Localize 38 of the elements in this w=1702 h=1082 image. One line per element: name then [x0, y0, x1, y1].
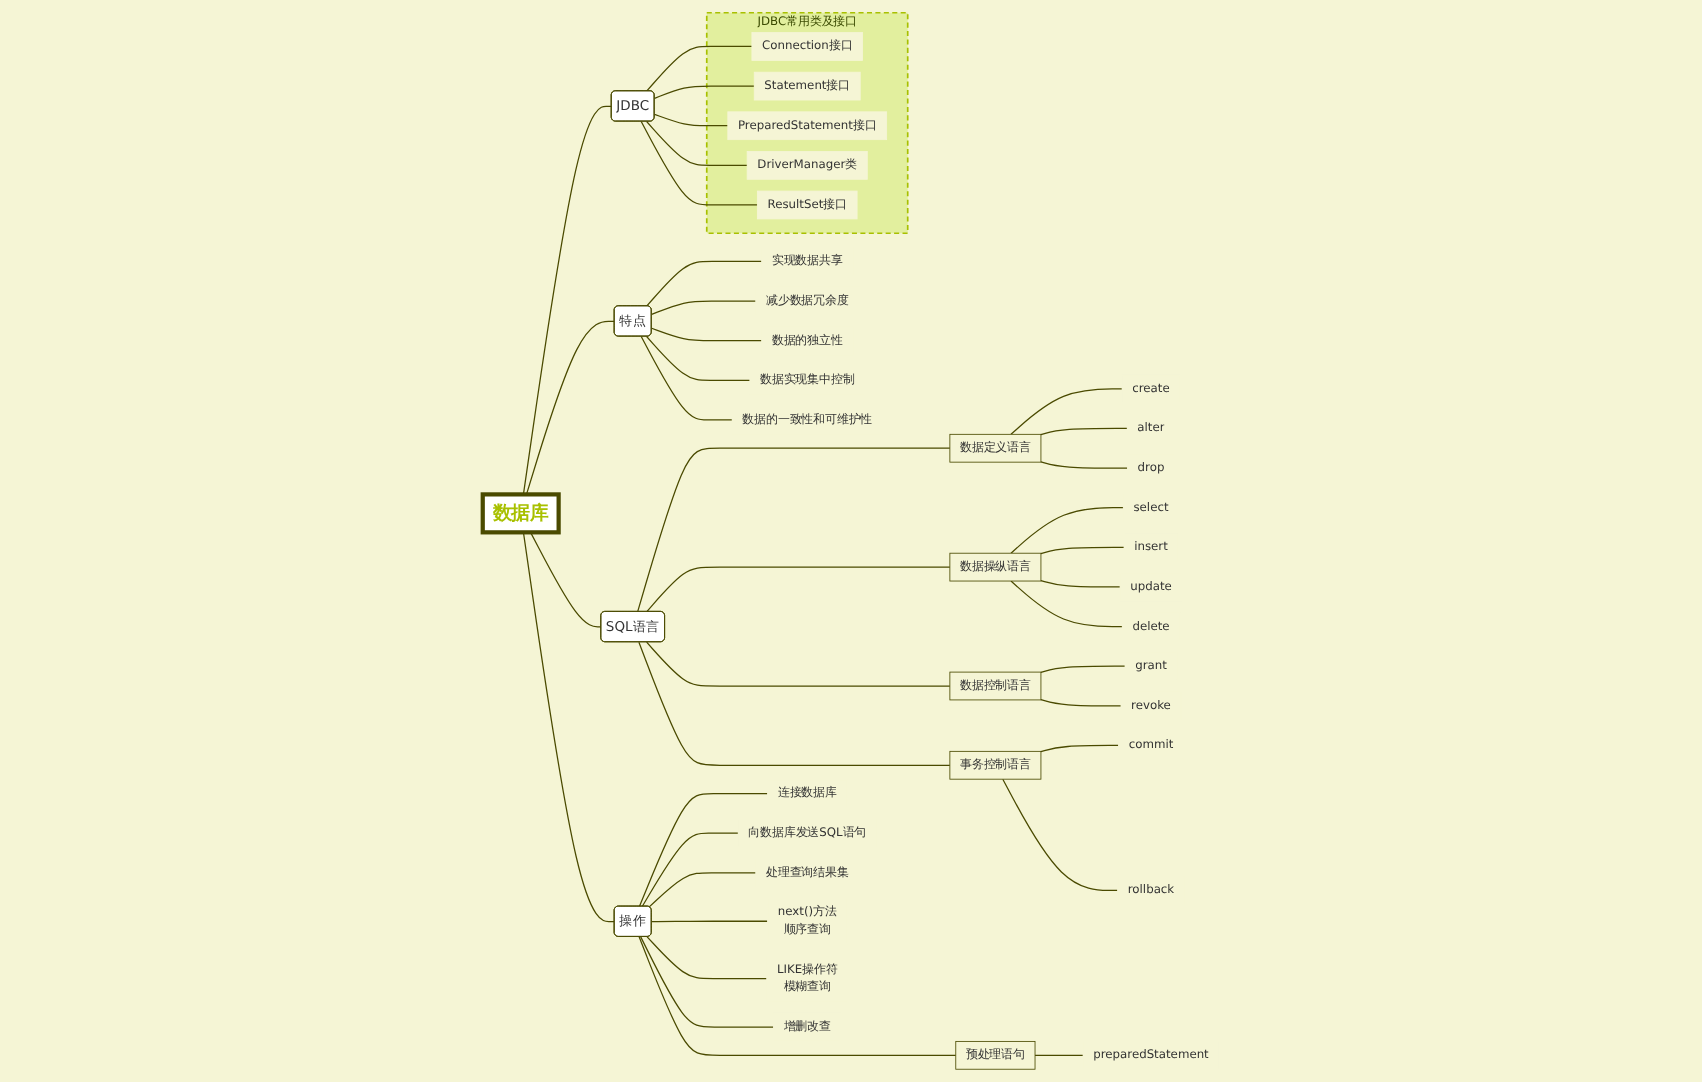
connector: [651, 300, 757, 316]
connector: [646, 641, 951, 687]
connector: [1034, 1054, 1084, 1056]
connector: [646, 45, 753, 92]
connector: [646, 335, 751, 381]
connector: [523, 531, 616, 923]
connector: [1040, 698, 1122, 707]
connector: [641, 832, 740, 908]
connector: [640, 936, 775, 1028]
connector: [646, 120, 748, 166]
connector: [640, 335, 733, 421]
connector: [1040, 546, 1125, 555]
connector: [1040, 665, 1126, 674]
connector: [1010, 388, 1123, 435]
connector: [523, 105, 613, 496]
connector: [530, 531, 603, 628]
connector: [654, 113, 729, 127]
connector: [1040, 744, 1120, 753]
node-box: 数据库: [480, 492, 561, 535]
connector: [651, 327, 763, 342]
connector: [1040, 427, 1129, 436]
connector: [638, 792, 769, 908]
connector: [648, 872, 757, 908]
connector: [526, 320, 616, 496]
connector: [646, 936, 768, 980]
connector: [1002, 778, 1119, 892]
connector: [637, 447, 951, 613]
connector: [1010, 507, 1125, 554]
connector: [1010, 580, 1124, 628]
connector: [640, 120, 759, 206]
connector: [651, 920, 769, 923]
connector: [646, 260, 763, 307]
connector: [638, 641, 951, 766]
connector: [638, 936, 957, 1056]
connector: [654, 85, 756, 99]
connector: [646, 566, 951, 613]
connector: [1040, 461, 1129, 469]
connector: [1040, 580, 1121, 588]
